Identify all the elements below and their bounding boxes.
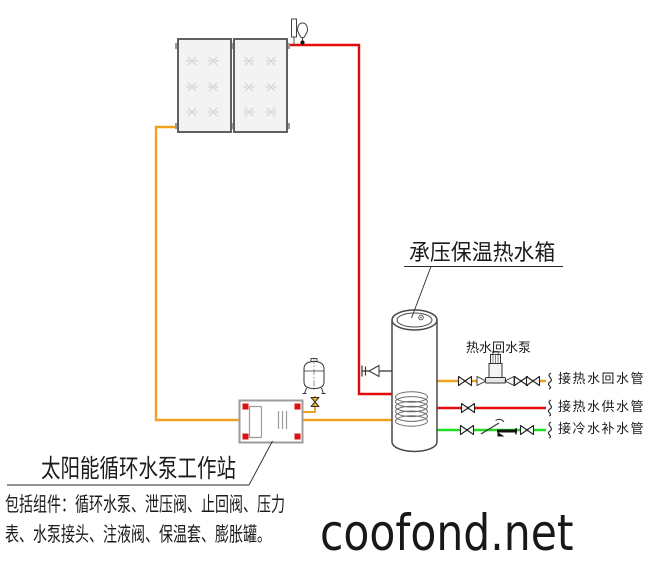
gate-valve-icon	[525, 375, 541, 387]
pump-station-icon	[238, 399, 304, 444]
tank-label-leader	[404, 266, 563, 319]
cold-makeup-pipe-label: 接冷水补水管	[558, 421, 646, 436]
tank-label: 承压保温热水箱	[409, 240, 556, 265]
fill-valve-icon	[310, 397, 320, 407]
components-note-line2: 表、水泵接头、注液阀、保温套、膨胀罐。	[5, 524, 271, 546]
hot-water-tank-icon	[391, 309, 438, 453]
pump-station-label: 太阳能循环水泵工作站	[41, 456, 237, 483]
hot-supply-pipe-label: 接热水供水管	[558, 399, 646, 414]
return-pump-label: 热水回水泵	[466, 340, 532, 355]
hot-return-pipe-label: 接热水回水管	[558, 371, 646, 386]
gate-valve-icon	[519, 424, 535, 436]
expansion-tank-icon	[302, 357, 326, 394]
pump-union-left	[476, 375, 488, 387]
pipe-solar-return-loop	[154, 125, 393, 422]
components-note-line1: 包括组件：循环水泵、泄压阀、止回阀、压力	[5, 494, 285, 516]
watermark-text: coofond.net	[320, 504, 574, 562]
pump-union-right	[503, 375, 515, 387]
solar-collector-panel-icon	[175, 38, 290, 133]
auto-air-vent-icon	[291, 18, 309, 45]
relief-valve-icon	[361, 364, 392, 378]
gate-valve-icon	[460, 402, 476, 414]
gate-valve-icon	[459, 424, 475, 436]
check-valve-icon	[480, 418, 517, 437]
coil-heat-exchanger-icon	[395, 391, 428, 427]
pipe-hot-supply-from-collector	[287, 43, 393, 396]
pipe-brace-icon	[547, 399, 553, 417]
gate-valve-icon	[513, 375, 529, 387]
pump-station-label-leader	[7, 440, 273, 486]
pipe-brace-icon	[547, 421, 553, 439]
pipe-brace-icon	[547, 372, 553, 390]
gate-valve-icon	[457, 375, 473, 387]
circulation-pump-icon	[485, 351, 506, 384]
